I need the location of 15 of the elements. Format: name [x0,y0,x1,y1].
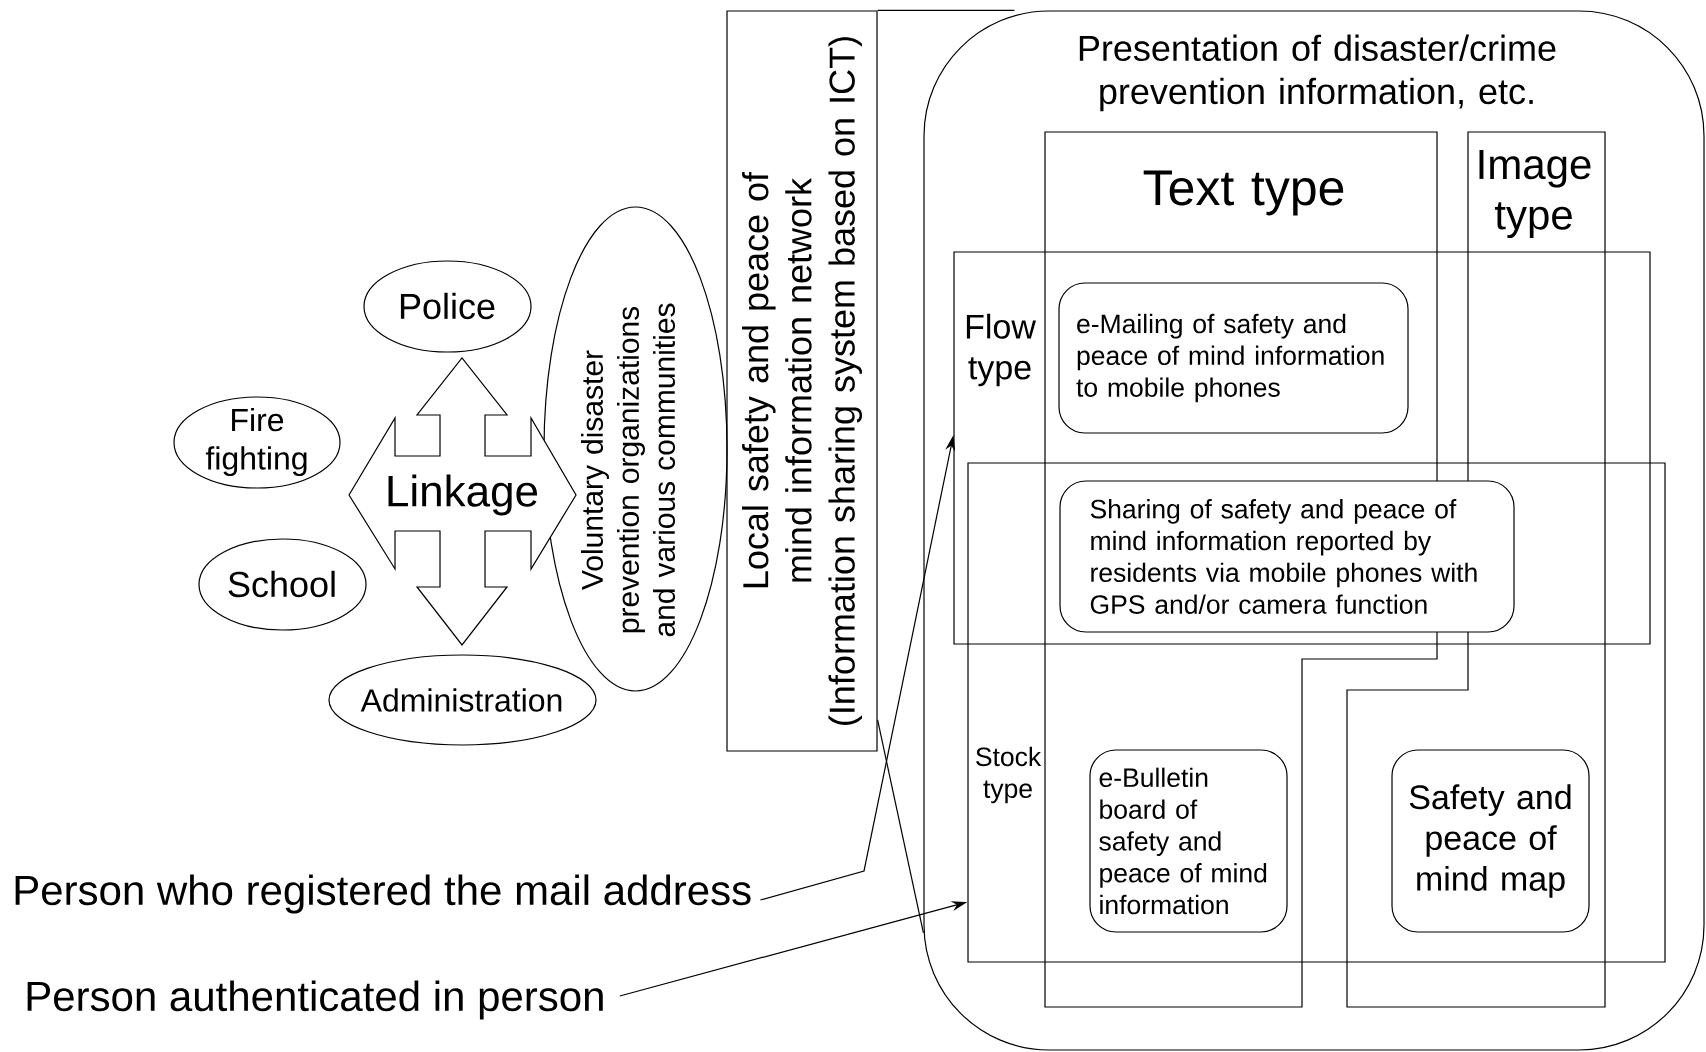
label-text: Person authenticated in person [27,980,603,1020]
cross-shaped-box: Linkage [348,357,577,646]
oval: Fire fighting [173,396,341,489]
rounded-box: e-Mailing of safety and peace of mind information to mobile phones [1058,282,1409,434]
vertical-box: Local safety and peace of mind information network (Information sharing system based on ICT) [726,10,878,752]
rounded-box: e-Bulletin board of safety and peace of mind information [1089,749,1288,933]
oval: Voluntary disaster prevention organizations and various communities [543,206,728,692]
rounded-box: Sharing of safety and peace of mind information reported by residents via mobile phones with GPS and/or camera function [1059,480,1515,633]
label-text: Person who registered the mail address [15,874,751,914]
oval: Administration [328,654,597,746]
connector-line [877,719,924,934]
oval: Police [363,260,532,353]
rounded-box: Safety and peace of mind map [1391,749,1590,933]
connector-line [877,9,1015,11]
oval: School [198,538,367,631]
